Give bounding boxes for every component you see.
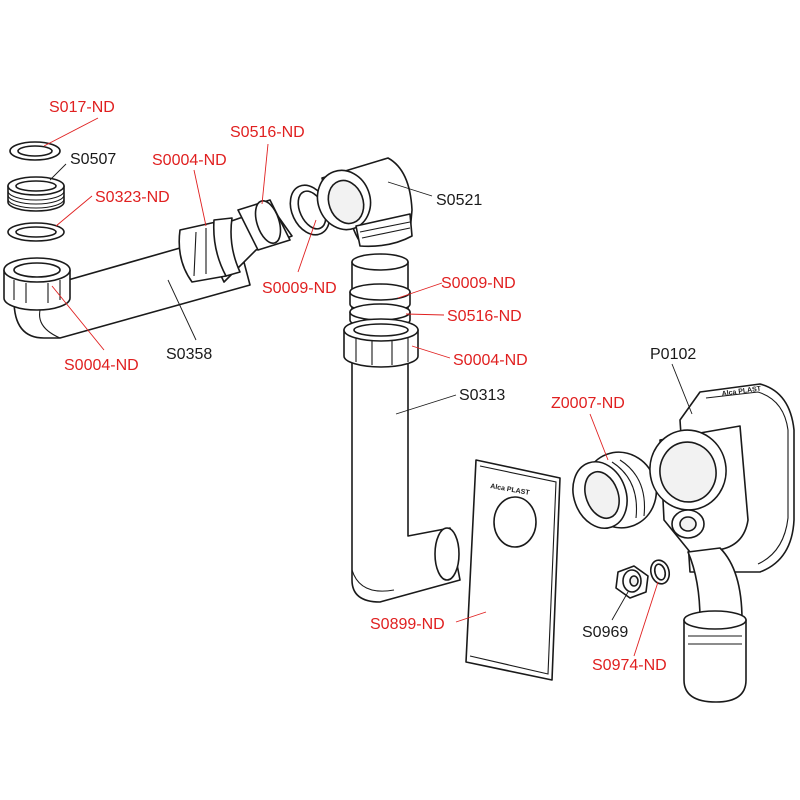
- label-s0323: S0323-ND: [95, 189, 170, 206]
- label-z0007: Z0007-ND: [551, 395, 625, 412]
- part-s0323-ring: [7, 222, 65, 242]
- part-s0899-cover-plate: Alca PLAST: [465, 459, 561, 681]
- part-s0516-ring-top: [254, 200, 282, 244]
- label-s0969: S0969: [582, 624, 628, 641]
- part-p0102-siphon: Alca PLAST: [649, 383, 795, 703]
- label-s0004-left: S0004-ND: [64, 357, 139, 374]
- label-s0009-left: S0009-ND: [262, 280, 337, 297]
- part-z0007-adapter: [572, 451, 658, 529]
- part-labels: S017-ND S0507 S0323-ND S0004-ND S0516-ND…: [49, 99, 696, 674]
- label-s0521: S0521: [436, 192, 482, 209]
- part-s017-washer: [9, 141, 61, 161]
- label-s0009-right: S0009-ND: [441, 275, 516, 292]
- part-s0521-elbow: [316, 157, 413, 248]
- part-s0004-nut-top: [178, 217, 241, 283]
- part-s0974-ring: [649, 559, 671, 585]
- leader-lines: [43, 117, 693, 657]
- label-p0102: P0102: [650, 346, 696, 363]
- label-s0313: S0313: [459, 387, 505, 404]
- part-s0969-fitting: [615, 565, 649, 599]
- part-s0004-nut-right: [343, 318, 419, 368]
- label-s0358: S0358: [166, 346, 212, 363]
- label-s017: S017-ND: [49, 99, 115, 116]
- label-s0507: S0507: [70, 151, 116, 168]
- label-s0974: S0974-ND: [592, 657, 667, 674]
- label-s0004-right: S0004-ND: [453, 352, 528, 369]
- part-s0507-nut: [7, 176, 65, 212]
- part-s0004-nut-left: [3, 257, 71, 311]
- label-s0004-top: S0004-ND: [152, 152, 227, 169]
- label-s0516-right: S0516-ND: [447, 308, 522, 325]
- label-s0516-top: S0516-ND: [230, 124, 305, 141]
- label-s0899: S0899-ND: [370, 616, 445, 633]
